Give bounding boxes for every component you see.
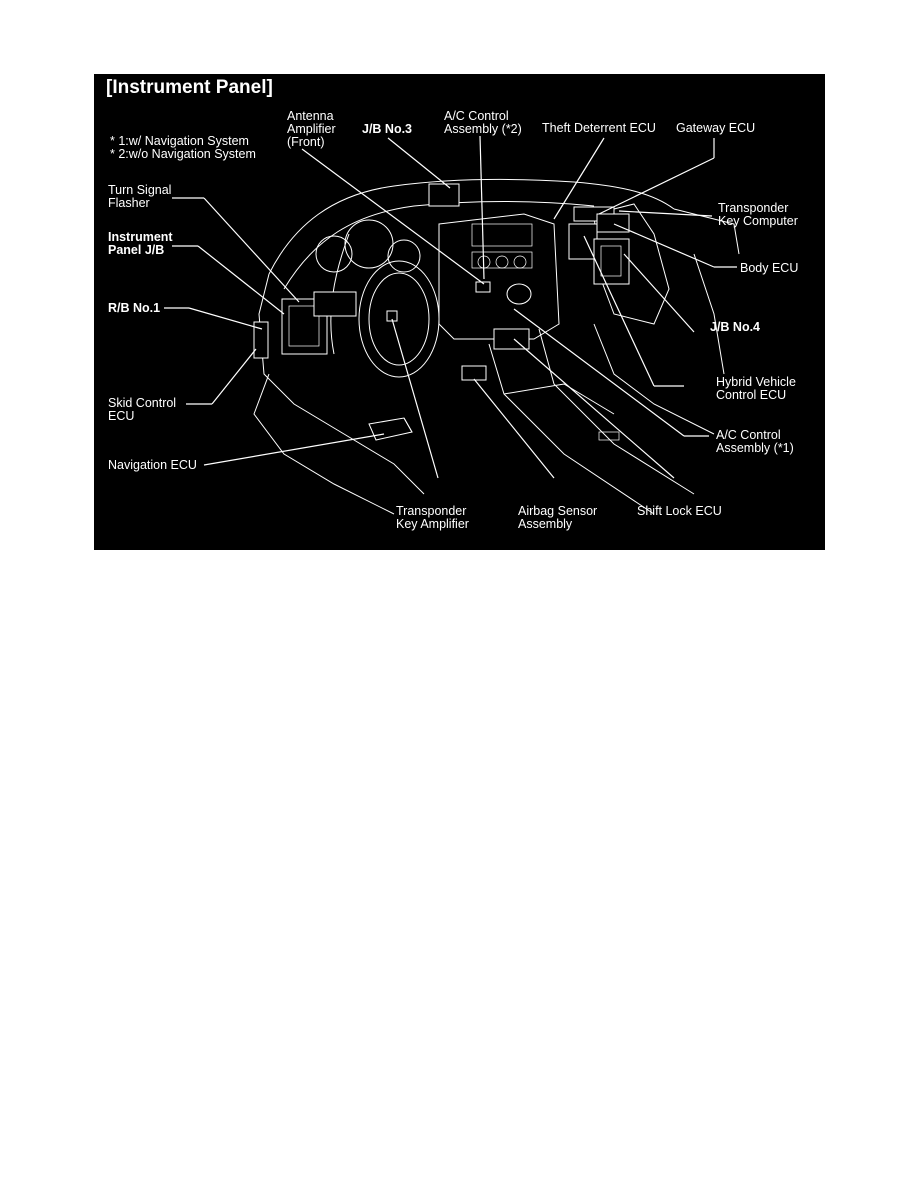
label-ac-control-2: A/C Control Assembly (*2) bbox=[444, 110, 522, 136]
label-line: ECU bbox=[108, 409, 135, 423]
label-transponder-key-computer: Transponder Key Computer bbox=[718, 202, 798, 228]
label-line: Transponder bbox=[718, 201, 789, 215]
label-line: Transponder bbox=[396, 504, 467, 518]
label-line: Key Amplifier bbox=[396, 517, 469, 531]
label-theft-deterrent-ecu: Theft Deterrent ECU bbox=[542, 122, 656, 135]
label-hybrid-vehicle-control-ecu: Hybrid Vehicle Control ECU bbox=[716, 376, 796, 402]
instrument-panel-drawing bbox=[164, 135, 740, 515]
label-gateway-ecu: Gateway ECU bbox=[676, 122, 755, 135]
label-rb-no1: R/B No.1 bbox=[108, 302, 160, 315]
label-transponder-key-amplifier: Transponder Key Amplifier bbox=[396, 505, 469, 531]
label-line: Assembly (*1) bbox=[716, 441, 794, 455]
label-line: Panel J/B bbox=[108, 243, 165, 257]
label-line: Theft Deterrent ECU bbox=[542, 121, 656, 135]
label-line: Navigation ECU bbox=[108, 458, 197, 472]
label-line: Shift Lock ECU bbox=[637, 504, 722, 518]
label-ac-control-1: A/C Control Assembly (*1) bbox=[716, 429, 794, 455]
label-shift-lock-ecu: Shift Lock ECU bbox=[637, 505, 722, 518]
label-antenna-amplifier: Antenna Amplifier (Front) bbox=[287, 110, 336, 149]
label-line: Assembly (*2) bbox=[444, 122, 522, 136]
label-navigation-ecu: Navigation ECU bbox=[108, 459, 197, 472]
label-line: A/C Control bbox=[716, 428, 781, 442]
label-jb-no3: J/B No.3 bbox=[362, 123, 412, 136]
label-line: R/B No.1 bbox=[108, 301, 161, 315]
label-turn-signal-flasher: Turn Signal Flasher bbox=[108, 184, 171, 210]
label-line: J/B No.3 bbox=[362, 122, 413, 136]
note-1: * 1:w/ Navigation System bbox=[110, 134, 249, 148]
label-line: Key Computer bbox=[718, 214, 798, 228]
diagram-title: [Instrument Panel] bbox=[106, 77, 273, 98]
label-line: Assembly bbox=[518, 517, 573, 531]
diagram-panel: [Instrument Panel] * 1:w/ Navigation Sys… bbox=[94, 74, 825, 550]
label-line: A/C Control bbox=[444, 109, 509, 123]
label-line: Body ECU bbox=[740, 261, 799, 275]
label-line: Amplifier bbox=[287, 122, 336, 136]
label-skid-control-ecu: Skid Control ECU bbox=[108, 397, 176, 423]
label-line: Hybrid Vehicle bbox=[716, 375, 796, 389]
label-line: Control ECU bbox=[716, 388, 787, 402]
label-line: (Front) bbox=[287, 135, 325, 149]
label-jb-no4: J/B No.4 bbox=[710, 321, 760, 334]
label-instrument-panel-jb: Instrument Panel J/B bbox=[108, 231, 173, 257]
label-airbag-sensor-assembly: Airbag Sensor Assembly bbox=[518, 505, 597, 531]
label-line: Turn Signal bbox=[108, 183, 172, 197]
label-line: Skid Control bbox=[108, 396, 177, 410]
note-2: * 2:w/o Navigation System bbox=[110, 147, 256, 161]
notes: * 1:w/ Navigation System * 2:w/o Navigat… bbox=[110, 135, 256, 161]
label-body-ecu: Body ECU bbox=[740, 262, 798, 275]
label-line: Instrument bbox=[108, 230, 173, 244]
label-line: Antenna bbox=[287, 109, 334, 123]
label-line: Gateway ECU bbox=[676, 121, 756, 135]
label-line: Airbag Sensor bbox=[518, 504, 598, 518]
label-line: Flasher bbox=[108, 196, 150, 210]
label-line: J/B No.4 bbox=[710, 320, 761, 334]
